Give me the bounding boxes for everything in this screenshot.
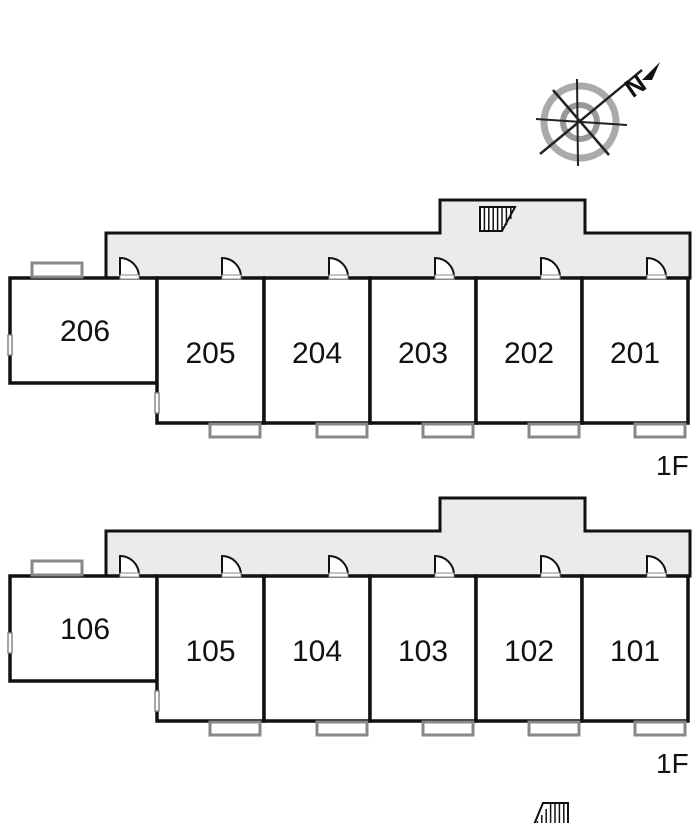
stairs-icon: [479, 206, 517, 232]
unit-outline: [368, 276, 478, 425]
door-sill: [221, 274, 242, 280]
unit: 205: [155, 276, 266, 439]
door-sill: [540, 572, 561, 578]
balcony: [527, 720, 581, 737]
unit: 105: [155, 574, 266, 737]
door-icon: [540, 256, 561, 278]
unit: 103: [368, 574, 478, 737]
unit: 202: [474, 276, 584, 439]
window: [7, 334, 13, 356]
floor-1: 106 105 104 103 102 101 1F: [7, 496, 692, 823]
door-sill: [119, 274, 140, 280]
door-sill: [646, 274, 667, 280]
unit: 101: [580, 574, 690, 737]
door-sill: [328, 274, 349, 280]
floor-label: 1F: [656, 450, 689, 481]
balcony: [421, 422, 475, 439]
window: [154, 690, 160, 712]
stairs-icon: [533, 802, 569, 823]
balcony: [30, 559, 84, 577]
unit-outline: [580, 574, 690, 723]
window: [7, 632, 13, 654]
balcony: [421, 720, 475, 737]
door-icon: [646, 256, 667, 278]
balcony: [315, 422, 369, 439]
door-icon: [119, 256, 140, 278]
unit-number: 105: [185, 635, 235, 668]
door-sill: [434, 274, 455, 280]
balcony: [30, 261, 84, 279]
unit-number: 106: [60, 613, 110, 646]
unit-outline: [8, 574, 159, 683]
door-icon: [540, 554, 561, 576]
unit: 201: [580, 276, 690, 439]
compass-icon: N: [535, 62, 660, 167]
window: [154, 392, 160, 414]
balcony: [208, 720, 262, 737]
floor-0: 206 205 204 203 202 201 1F: [7, 198, 692, 481]
door-icon: [221, 256, 242, 278]
unit-number: 205: [185, 337, 235, 370]
corridor: [104, 198, 692, 280]
balcony: [208, 422, 262, 439]
unit-number: 206: [60, 315, 110, 348]
unit: 203: [368, 276, 478, 439]
balcony: [633, 422, 687, 439]
unit: 106: [7, 559, 159, 683]
balcony: [315, 720, 369, 737]
unit: 204: [262, 276, 372, 439]
balcony: [527, 422, 581, 439]
compass-north-label: N: [619, 68, 652, 103]
door-icon: [119, 554, 140, 576]
unit: 104: [262, 574, 372, 737]
door-icon: [328, 554, 349, 576]
unit-number: 203: [398, 337, 448, 370]
door-icon: [328, 256, 349, 278]
unit-number: 202: [504, 337, 554, 370]
balcony: [633, 720, 687, 737]
unit: 102: [474, 574, 584, 737]
door-sill: [221, 572, 242, 578]
unit-outline: [8, 276, 159, 385]
door-sill: [119, 572, 140, 578]
unit-number: 201: [610, 337, 660, 370]
door-icon: [434, 256, 455, 278]
door-icon: [221, 554, 242, 576]
door-sill: [540, 274, 561, 280]
door-sill: [434, 572, 455, 578]
unit-number: 102: [504, 635, 554, 668]
unit: 206: [7, 261, 159, 385]
unit-outline: [155, 574, 266, 723]
unit-number: 104: [292, 635, 342, 668]
corridor: [104, 496, 692, 578]
floor-label: 1F: [656, 748, 689, 779]
door-icon: [646, 554, 667, 576]
door-sill: [646, 572, 667, 578]
unit-outline: [262, 574, 372, 723]
unit-number: 204: [292, 337, 342, 370]
unit-number: 101: [610, 635, 660, 668]
door-sill: [328, 572, 349, 578]
unit-number: 103: [398, 635, 448, 668]
door-icon: [434, 554, 455, 576]
